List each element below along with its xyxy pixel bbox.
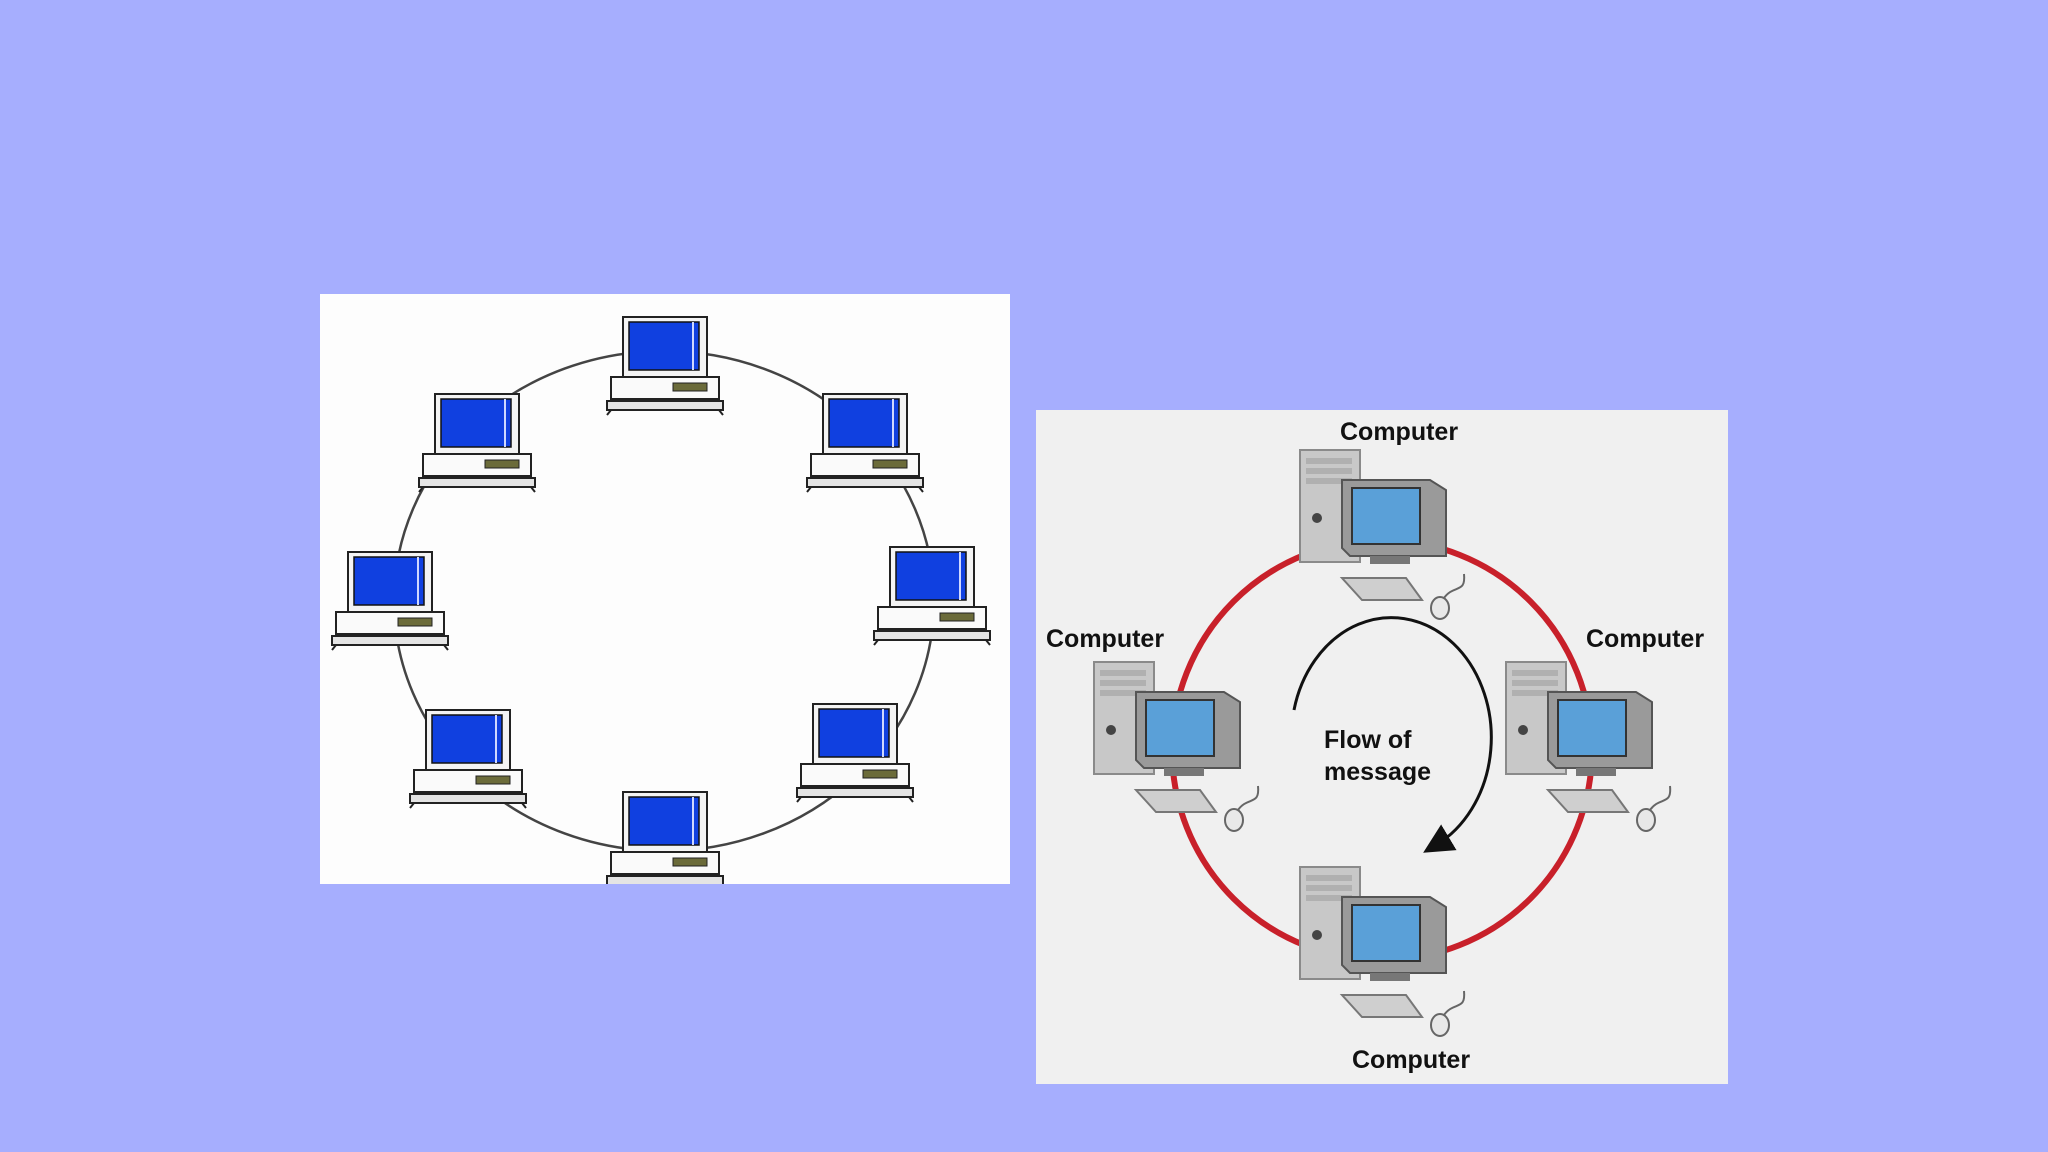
computer-desktop-icon [409,709,527,809]
flow-label-line2: message [1324,758,1432,786]
flow-label-line1: Flow of [1324,726,1412,754]
flow-arrow-icon [1292,616,1493,853]
computer-label-top: Computer [1340,418,1459,446]
ring-network-diagram [331,316,991,884]
token-ring-diagram [1093,449,1672,1037]
computer-desktop-icon [418,393,536,493]
computer-label-bottom: Computer [1352,1046,1471,1074]
computer-desktop-icon [331,551,449,651]
computer-tower-icon [1299,449,1466,620]
computer-desktop-icon [806,393,924,493]
computer-desktop-icon [606,316,724,416]
computer-label-right: Computer [1586,625,1705,653]
computer-label-left: Computer [1046,625,1165,653]
computer-tower-icon [1505,661,1672,832]
computer-desktop-icon [796,703,914,803]
computer-desktop-icon [606,791,724,884]
computer-desktop-icon [873,546,991,646]
ring-network-panel [320,294,1010,884]
computer-tower-icon [1299,866,1466,1037]
token-ring-panel: Computer Computer Computer Computer Flow… [1036,410,1728,1084]
flow-of-message-label: Flow of message [1324,724,1431,788]
computer-tower-icon [1093,661,1260,832]
